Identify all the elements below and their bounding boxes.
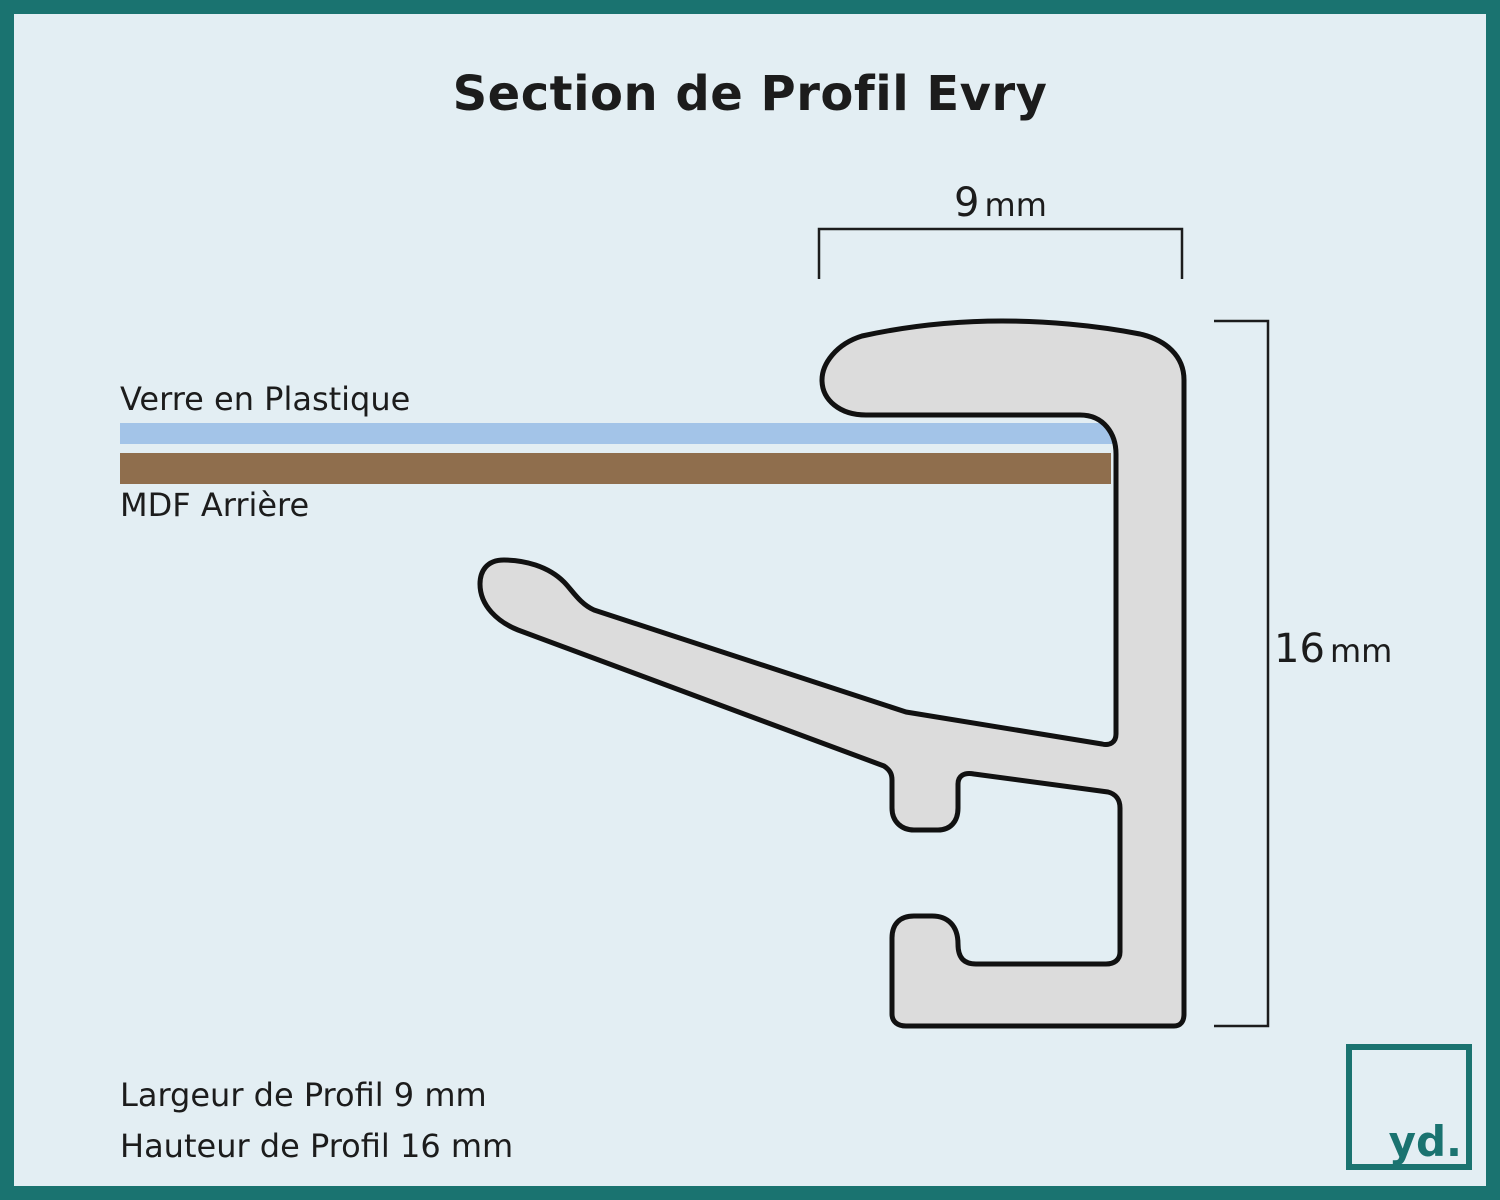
frame-profile — [477, 318, 1187, 1029]
height-unit: mm — [1330, 632, 1393, 670]
height-dimension-bracket — [1214, 319, 1270, 1028]
width-dimension-label: 9 mm — [954, 180, 1047, 226]
brand-logo: yd. — [1346, 1044, 1472, 1170]
width-dimension-bracket — [817, 227, 1184, 279]
profile-height-spec: Hauteur de Profil 16 mm — [120, 1127, 514, 1165]
brand-logo-text: yd. — [1388, 1117, 1462, 1166]
mdf-layer — [120, 453, 1111, 484]
height-value: 16 — [1274, 626, 1325, 672]
width-unit: mm — [984, 186, 1047, 224]
profile-section-diagram — [120, 227, 1270, 1029]
glass-layer — [120, 423, 1113, 444]
profile-width-spec: Largeur de Profil 9 mm — [120, 1076, 487, 1114]
width-value: 9 — [954, 180, 980, 226]
glass-label: Verre en Plastique — [120, 380, 411, 418]
height-dimension-label: 16 mm — [1274, 626, 1392, 672]
page-title: Section de Profil Evry — [452, 66, 1048, 122]
mdf-label: MDF Arrière — [120, 486, 310, 524]
